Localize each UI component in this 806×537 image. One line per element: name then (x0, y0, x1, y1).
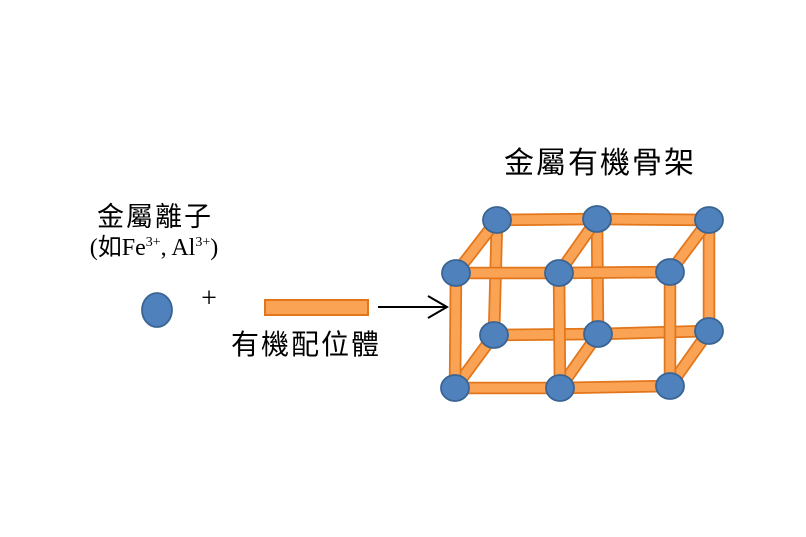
metal-ion-label: 金屬離子 (97, 202, 213, 232)
lattice-edge (559, 381, 671, 393)
lattice-node (479, 321, 509, 349)
lattice-node (694, 317, 724, 345)
lattice-node (440, 374, 470, 402)
lattice-node (582, 205, 612, 233)
lattice-node (441, 259, 471, 287)
lattice-edge (597, 326, 710, 339)
lattice-node (482, 206, 512, 234)
formula-superscript-2: 3+ (195, 235, 211, 250)
plus-sign: + (201, 283, 217, 314)
lattice-edge (450, 272, 461, 389)
lattice-edge (558, 267, 671, 278)
lattice-node (655, 258, 685, 286)
lattice-edge (596, 214, 710, 225)
lattice-edge (493, 329, 599, 340)
reaction-arrow-head (427, 295, 449, 319)
formula-mid: , Al (160, 235, 196, 261)
lattice-node (655, 372, 685, 400)
framework-title: 金屬有機骨架 (504, 147, 696, 180)
lattice-edge (554, 272, 565, 389)
lattice-edge (496, 214, 598, 225)
lattice-node (545, 374, 575, 402)
lattice-node (694, 206, 724, 234)
lattice-node (544, 259, 574, 287)
formula-suffix: ) (210, 235, 219, 261)
metal-ion-formula: (如Fe3+, Al3+) (89, 235, 219, 261)
metal-ion-sphere (141, 292, 173, 328)
ligand-label: 有機配位體 (230, 330, 382, 361)
formula-prefix: (如Fe (89, 235, 146, 261)
lattice-node (583, 320, 613, 348)
ligand-bar (264, 299, 369, 316)
formula-superscript-1: 3+ (145, 235, 161, 250)
